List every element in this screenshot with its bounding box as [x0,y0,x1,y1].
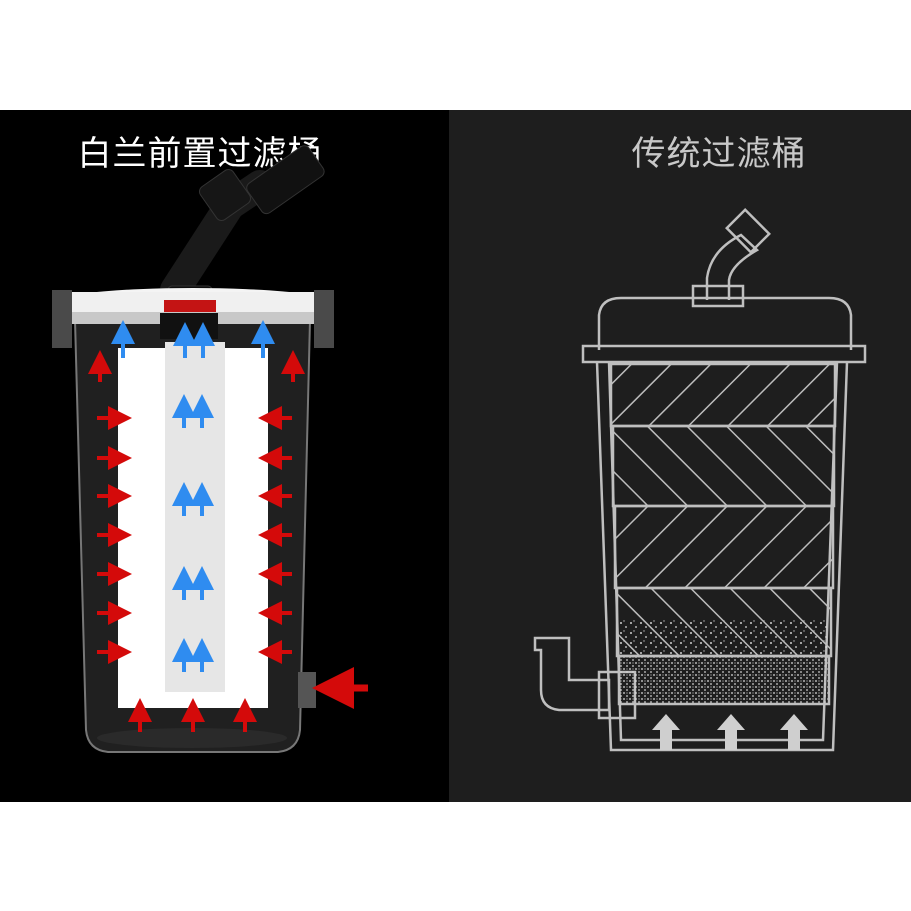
right-panel-title: 传统过滤桶 [631,134,807,174]
prefilter-canister-illustration [52,145,368,753]
canister-body [52,288,334,753]
upflow-arrows [652,714,808,750]
inflow-arrows [88,350,368,732]
right-panel: 传统过滤桶 [449,110,911,802]
filter-media-layers [609,362,837,706]
outflow-arrows [111,320,275,672]
left-panel: 白兰前置过滤桶 [0,110,449,802]
traditional-canister-diagram [533,208,867,752]
